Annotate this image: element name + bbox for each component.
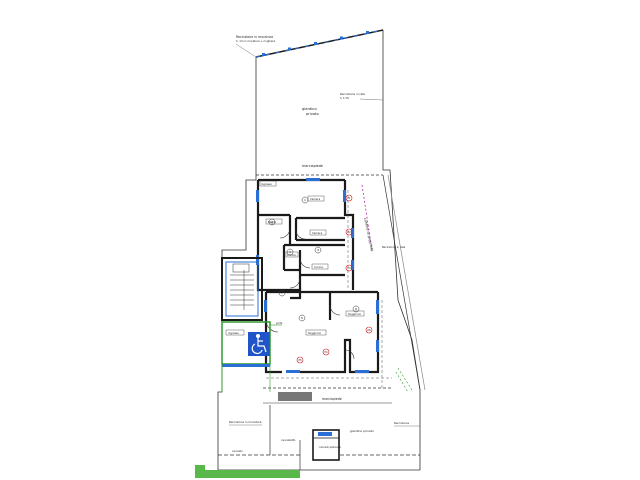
- right-fence: [382, 174, 426, 391]
- hatched-strip: [278, 392, 312, 401]
- marciapiede-top-label: marciapiede: [302, 164, 323, 168]
- staircase: [221, 257, 263, 321]
- camera-2-label: Camera: [312, 231, 323, 235]
- grass-area: [195, 470, 300, 478]
- cancelletto-label: cancelletto: [281, 438, 296, 442]
- room-number: 2: [271, 220, 273, 224]
- vegetation-right: [395, 367, 413, 393]
- p-marker-label: P1: [347, 196, 351, 200]
- room-number: 7: [281, 291, 283, 295]
- recinzione-br-label: Recinzione: [394, 421, 409, 425]
- recinzione-bl-label: Recinzione in muratura: [229, 420, 262, 424]
- svg-text:confine di proprietà: confine di proprietà: [363, 217, 374, 251]
- room-number: 1: [304, 198, 306, 202]
- ingresso-access-label: Ingresso: [228, 331, 239, 335]
- building-walls: [256, 178, 380, 374]
- giardino-bottom-label: giardino privato: [350, 429, 374, 433]
- p-marker-label: P6: [367, 328, 371, 332]
- cancello-label: cancello: [232, 449, 243, 453]
- property-boundary: [217, 30, 421, 470]
- gate-building: [312, 429, 340, 461]
- recinzione-right-2: Recinzione in rete: [382, 245, 406, 249]
- recinzione-right-sub: h. 1.5m: [340, 97, 350, 100]
- window-markers: [256, 178, 379, 373]
- porta-label: porta: [276, 322, 283, 325]
- room-number: 6: [355, 307, 357, 311]
- p-markers: [296, 194, 373, 364]
- marciapiede-bottom-label: marciapiede: [322, 397, 342, 401]
- p-marker-label: P4: [324, 350, 328, 354]
- cucina-label: Cucina: [314, 265, 323, 269]
- soggiorno-label: Soggiorno: [348, 312, 361, 316]
- purple-line: confine di proprietà: [361, 184, 374, 252]
- room-number: 5: [301, 316, 303, 320]
- p-marker-label: P5: [298, 358, 302, 362]
- disimpegno-label: Disimp.: [287, 253, 297, 257]
- room-label-boxes: [225, 180, 365, 336]
- ingresso-left-label: Ingresso: [261, 182, 272, 186]
- cancello-pedonale-label: cancello pedonale: [319, 446, 341, 449]
- p-marker-label: P2: [347, 230, 351, 234]
- gate-marker: [318, 432, 332, 436]
- giardino-top-label: giardino: [302, 107, 317, 111]
- leader-lines: [229, 43, 420, 427]
- recinzione-top-label: Recinzione in muratura: [236, 35, 273, 39]
- top-fence: [255, 29, 384, 58]
- giardino-top-label-2: privato: [306, 112, 319, 116]
- p-marker-label: P3: [347, 266, 351, 270]
- recinzione-top-sub: h. 1m in muratura + ringhiera: [236, 39, 276, 43]
- room-number: 4: [317, 248, 319, 252]
- wheelchair-icon: [251, 334, 267, 354]
- camera-1-label: Camera: [310, 197, 321, 201]
- bagno-label: Bagno: [268, 220, 277, 224]
- accessible-entry: [221, 321, 282, 392]
- soggiorno-label-2: Soggiorno: [308, 331, 321, 335]
- recinzione-right-label: Recinzione in rete: [340, 92, 365, 96]
- service-lines: [266, 190, 392, 390]
